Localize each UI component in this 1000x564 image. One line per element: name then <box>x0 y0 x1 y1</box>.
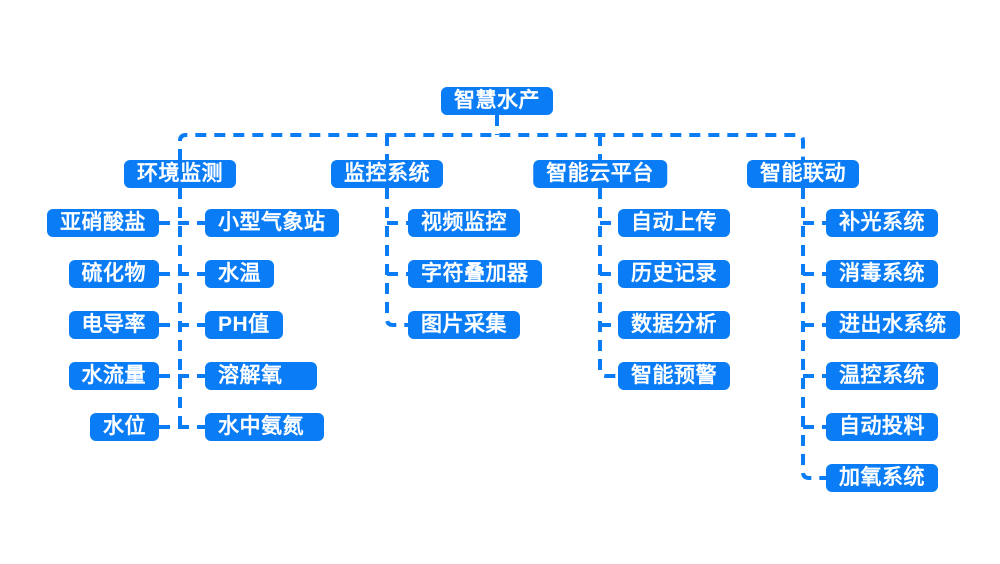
node-sulfide[interactable]: 硫化物 <box>68 260 159 288</box>
node-temp-control-system[interactable]: 温控系统 <box>826 362 938 390</box>
node-water-level[interactable]: 水位 <box>90 413 159 441</box>
node-ammonia-nitrogen[interactable]: 水中氨氮 <box>205 413 324 441</box>
node-data-analysis[interactable]: 数据分析 <box>618 311 730 339</box>
node-light-system[interactable]: 补光系统 <box>826 209 938 237</box>
node-smart-aquaculture[interactable]: 智慧水产 <box>441 87 553 115</box>
node-auto-feeding[interactable]: 自动投料 <box>826 413 938 441</box>
node-image-capture[interactable]: 图片采集 <box>408 311 520 339</box>
node-water-io-system[interactable]: 进出水系统 <box>826 311 960 339</box>
node-disinfection-system[interactable]: 消毒系统 <box>826 260 938 288</box>
node-conductivity[interactable]: 电导率 <box>68 311 159 339</box>
node-history-records[interactable]: 历史记录 <box>618 260 730 288</box>
node-water-flow[interactable]: 水流量 <box>68 362 159 390</box>
node-mini-weather-station[interactable]: 小型气象站 <box>205 209 339 237</box>
node-osd-overlay[interactable]: 字符叠加器 <box>408 260 542 288</box>
node-env-monitoring[interactable]: 环境监测 <box>124 160 236 188</box>
node-oxygenation-system[interactable]: 加氧系统 <box>826 464 938 492</box>
node-water-temp[interactable]: 水温 <box>205 260 274 288</box>
node-surveillance-system[interactable]: 监控系统 <box>331 160 443 188</box>
node-video-surveillance[interactable]: 视频监控 <box>408 209 520 237</box>
node-smart-linkage[interactable]: 智能联动 <box>747 160 859 188</box>
node-nitrite[interactable]: 亚硝酸盐 <box>47 209 159 237</box>
node-smart-alerts[interactable]: 智能预警 <box>618 362 730 390</box>
node-auto-upload[interactable]: 自动上传 <box>618 209 730 237</box>
node-cloud-platform[interactable]: 智能云平台 <box>533 160 667 188</box>
node-dissolved-oxygen[interactable]: 溶解氧 <box>205 362 317 390</box>
node-ph-value[interactable]: PH值 <box>205 311 283 339</box>
